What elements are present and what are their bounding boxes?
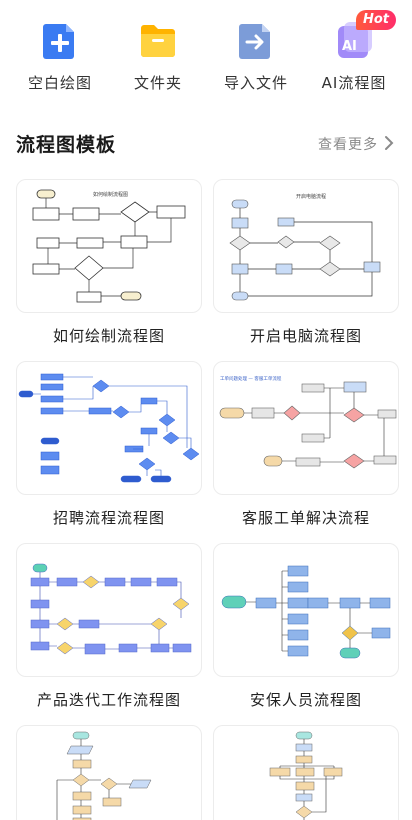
template-thumbnail[interactable] (213, 543, 399, 677)
thumb-caption: 如何绘制流程图 (93, 191, 128, 198)
template-thumbnail[interactable] (16, 725, 202, 820)
import-file-button[interactable]: 导入文件 (206, 16, 306, 96)
flowchart-preview (18, 373, 200, 483)
folder-button[interactable]: 文件夹 (108, 16, 208, 96)
flowchart-preview: 工单问题处理 — 客服工单流程 (219, 375, 397, 469)
template-title: 开启电脑流程图 (249, 327, 362, 345)
blank-drawing-label: 空白绘图 (27, 74, 92, 92)
flowchart-preview (56, 731, 152, 820)
flowchart-preview (269, 731, 343, 820)
thumb-caption: 开启电脑流程 (296, 193, 326, 200)
template-title: 安保人员流程图 (249, 691, 362, 709)
flowchart-preview (221, 565, 391, 659)
section-title: 流程图模板 (16, 134, 117, 156)
template-title: 产品迭代工作流程图 (36, 691, 181, 709)
quick-actions: 空白绘图 文件夹 导入文件 AI Hot AI流程图 (0, 10, 412, 96)
thumb-caption: 工单问题处理 — 客服工单流程 (220, 375, 282, 382)
template-thumbnail[interactable] (16, 543, 202, 677)
import-file-icon (239, 24, 270, 59)
folder-icon (141, 25, 175, 57)
template-title: 招聘流程流程图 (52, 509, 165, 527)
template-thumbnail[interactable] (213, 725, 399, 820)
flowchart-preview: 如何绘制流程图 (32, 189, 186, 303)
ai-flowchart-button[interactable]: AI Hot AI流程图 (304, 10, 404, 96)
hot-badge: Hot (356, 10, 396, 30)
template-thumbnail[interactable] (16, 361, 202, 495)
template-thumbnail[interactable]: 工单问题处理 — 客服工单流程 (213, 361, 399, 495)
svg-text:AI: AI (342, 39, 357, 54)
template-thumbnail[interactable]: 如何绘制流程图 (16, 179, 202, 313)
flowchart-preview: 开启电脑流程 (229, 193, 381, 301)
ai-flowchart-label: AI流程图 (321, 74, 387, 92)
view-more-link[interactable]: 查看更多 (318, 137, 378, 153)
template-thumbnail[interactable]: 开启电脑流程 (213, 179, 399, 313)
flowchart-preview (30, 563, 192, 655)
folder-label: 文件夹 (133, 74, 182, 92)
import-file-label: 导入文件 (223, 74, 288, 92)
templates-header: 流程图模板 查看更多 (16, 128, 396, 158)
chevron-right-icon[interactable] (382, 134, 396, 152)
template-title: 客服工单解决流程 (241, 509, 370, 527)
plus-document-icon (43, 24, 74, 59)
blank-drawing-button[interactable]: 空白绘图 (10, 16, 110, 96)
template-title: 如何绘制流程图 (52, 327, 165, 345)
